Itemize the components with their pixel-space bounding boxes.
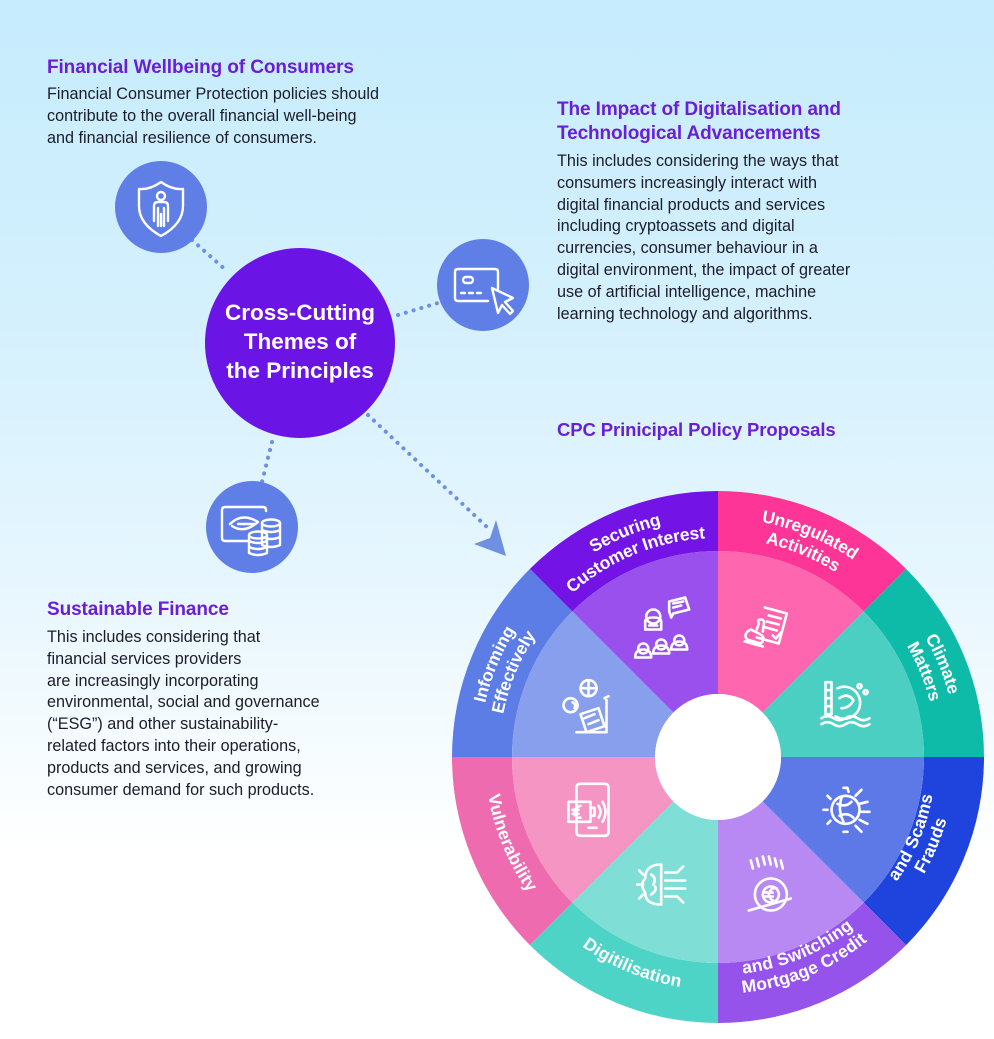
leaf-coins-icon [206, 481, 298, 573]
segment-inner-band [512, 611, 674, 757]
theme-title-digitalisation: The Impact of Digitalisation and Technol… [557, 98, 841, 146]
body-line: learning technology and algorithms. [557, 304, 813, 323]
segment-inner-band [512, 757, 674, 903]
body-line: including cryptoassets and digital [557, 217, 795, 236]
segment-outer-band [529, 491, 718, 612]
flooding-globe-icon [820, 680, 871, 728]
body-line: Financial Consumer Protection policies s… [47, 85, 380, 103]
segment-inner-band [572, 801, 718, 963]
theme-body-digitalisation: This includes considering the ways that … [557, 151, 850, 325]
connectors [190, 238, 506, 556]
globe-gear-network-icon [822, 786, 871, 834]
mobile-payment-icon [567, 782, 610, 838]
body-line: This includes considering the ways that [557, 152, 839, 170]
theme-title-financial-wellbeing: Financial Wellbeing of Consumers [47, 57, 354, 78]
body-line: digital financial products and services [557, 195, 826, 214]
body-line: and financial resilience of consumers. [47, 128, 317, 147]
wheel-segment: Vulnerability [452, 757, 674, 946]
body-line: currencies, consumer behaviour in a [557, 239, 818, 258]
title-line: Technological Advancements [557, 123, 821, 144]
body-line: consumers increasingly interact with [557, 173, 818, 192]
segment-inner-band [572, 551, 718, 713]
body-line: use of artificial intelligence, machine [557, 282, 817, 301]
body-line: products and services, and growing [47, 758, 302, 777]
body-line: This includes considering that [47, 628, 261, 646]
arrowhead-icon [474, 520, 506, 556]
theme-title-sustainable-finance: Sustainable Finance [47, 599, 229, 620]
shield-person-icon [115, 161, 207, 253]
segment-outer-band [863, 757, 984, 946]
wheel-center-hole [655, 694, 781, 820]
title-line: The Impact of Digitalisation and [557, 99, 841, 120]
segment-inner-band [718, 801, 864, 963]
connector-sustainable [260, 440, 274, 484]
connector-wellbeing [190, 238, 230, 274]
hub-circle [205, 248, 395, 438]
segment-outer-band [452, 568, 573, 757]
body-line: related factors into their operations, [47, 736, 301, 755]
people-globe-presentation-icon [562, 678, 610, 734]
hub-title: Cross-Cutting Themes of the Principles [205, 298, 395, 385]
body-line: are increasingly incorporating [47, 671, 259, 690]
segment-outer-band [718, 902, 907, 1023]
hub-title-line: Cross-Cutting [225, 300, 375, 325]
segment-inner-band [762, 757, 924, 903]
segment-inner-band [762, 611, 924, 757]
theme-body-financial-wellbeing: Financial Consumer Protection policies s… [47, 84, 379, 149]
body-line: digital environment, the impact of great… [557, 260, 851, 279]
body-line: contribute to the overall financial well… [47, 106, 357, 125]
body-line: (“ESG”) and other sustainability- [47, 715, 279, 734]
proposals-title: CPC Prinicipal Policy Proposals [557, 419, 836, 440]
card-cursor-icon [437, 239, 529, 331]
wheel-segment: Digitilisation [529, 801, 718, 1023]
segment-outer-band [452, 757, 573, 946]
euro-coin-rain-icon [747, 855, 793, 912]
hub-title-line: Themes of [243, 329, 357, 354]
body-line: financial services providers [47, 649, 242, 668]
brain-circuit-icon [635, 863, 687, 906]
segment-outer-band [529, 902, 718, 1023]
theme-body-sustainable-finance: This includes considering that financial… [47, 627, 320, 801]
segment-outer-band [863, 568, 984, 757]
segment-inner-band [718, 551, 864, 713]
segment-outer-band [718, 491, 907, 612]
stamp-document-icon [743, 606, 789, 648]
customer-support-icon [633, 596, 691, 659]
hub-title-line: the Principles [226, 358, 374, 383]
body-line: consumer demand for such products. [47, 780, 315, 799]
connector-proposals [366, 413, 490, 530]
body-line: environmental, social and governance [47, 693, 320, 712]
connector-digitalisation [396, 301, 440, 317]
policy-proposals-wheel: UnregulatedActivitiesClimateMattersFraud… [452, 491, 984, 1023]
